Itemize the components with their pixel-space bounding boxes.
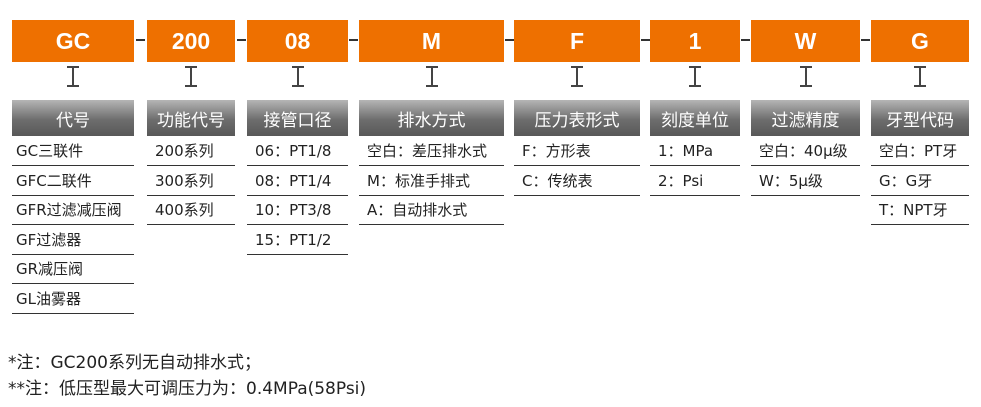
- option-row: M：标准手排式: [359, 167, 504, 196]
- connector-line: [694, 68, 696, 85]
- connector-line: [190, 68, 192, 85]
- option-row: GR减压阀: [12, 255, 134, 284]
- column-header-scale-unit: 刻度单位: [650, 100, 740, 136]
- connector-bottom: [571, 85, 583, 87]
- connector-top: [914, 66, 926, 68]
- connector-top: [426, 66, 438, 68]
- column-header-drain-type: 排水方式: [359, 100, 504, 136]
- connector-bottom: [185, 85, 197, 87]
- option-row: GL油雾器: [12, 285, 134, 314]
- code-box-scale-unit: 1: [650, 20, 740, 62]
- connector-bottom: [800, 85, 812, 87]
- option-row: 10：PT3/8: [247, 196, 348, 225]
- separator-dash: [741, 39, 750, 41]
- connector-top: [689, 66, 701, 68]
- option-row: 15：PT1/2: [247, 226, 348, 255]
- separator-dash: [640, 39, 650, 41]
- note-1: *注：GC200系列无自动排水式；: [8, 353, 261, 373]
- separator-dash: [236, 39, 246, 41]
- separator-dash: [349, 39, 358, 41]
- connector-line: [919, 68, 921, 85]
- code-box-drain-type: M: [359, 20, 504, 62]
- column-header-port-size: 接管口径: [247, 100, 348, 136]
- separator-dash: [504, 39, 514, 41]
- column-header-filter-grade: 过滤精度: [751, 100, 860, 136]
- connector-top: [67, 66, 79, 68]
- connector-bottom: [689, 85, 701, 87]
- option-row: W：5μ级: [751, 167, 860, 196]
- option-row: 300系列: [147, 167, 235, 196]
- code-box-filter-grade: W: [751, 20, 860, 62]
- connector-bottom: [292, 85, 304, 87]
- option-row: GC三联件: [12, 137, 134, 166]
- option-row: 400系列: [147, 196, 235, 225]
- option-row: 08：PT1/4: [247, 167, 348, 196]
- option-row: GF过滤器: [12, 226, 134, 255]
- connector-line: [72, 68, 74, 85]
- option-row: 空白：PT牙: [871, 137, 969, 166]
- option-row: 2：Psi: [650, 167, 740, 196]
- code-box-thread-type: G: [871, 20, 969, 62]
- column-header-series: 代号: [12, 100, 134, 136]
- connector-bottom: [67, 85, 79, 87]
- code-box-port-size: 08: [247, 20, 348, 62]
- separator-dash: [136, 39, 145, 41]
- note-2: **注：低压型最大可调压力为：0.4MPa(58Psi): [8, 379, 367, 399]
- option-row: 200系列: [147, 137, 235, 166]
- option-row: 空白：差压排水式: [359, 137, 504, 166]
- connector-bottom: [426, 85, 438, 87]
- option-row: 1：MPa: [650, 137, 740, 166]
- option-row: C：传统表: [514, 167, 640, 196]
- separator-dash: [861, 39, 870, 41]
- connector-top: [185, 66, 197, 68]
- column-header-thread-type: 牙型代码: [871, 100, 969, 136]
- connector-line: [805, 68, 807, 85]
- option-row: GFC二联件: [12, 167, 134, 196]
- connector-line: [297, 68, 299, 85]
- connector-bottom: [914, 85, 926, 87]
- code-box-series: GC: [12, 20, 134, 62]
- connector-top: [800, 66, 812, 68]
- connector-top: [292, 66, 304, 68]
- code-box-gauge-type: F: [514, 20, 640, 62]
- option-row: G：G牙: [871, 167, 969, 196]
- option-row: A：自动排水式: [359, 196, 504, 225]
- connector-line: [431, 68, 433, 85]
- connector-line: [576, 68, 578, 85]
- option-row: GFR过滤减压阀: [12, 196, 134, 225]
- column-header-gauge-type: 压力表形式: [514, 100, 640, 136]
- option-row: 空白：40μ级: [751, 137, 860, 166]
- connector-top: [571, 66, 583, 68]
- option-row: T：NPT牙: [871, 196, 969, 225]
- column-header-function: 功能代号: [147, 100, 235, 136]
- option-row: 06：PT1/8: [247, 137, 348, 166]
- option-row: F：方形表: [514, 137, 640, 166]
- code-box-function: 200: [147, 20, 235, 62]
